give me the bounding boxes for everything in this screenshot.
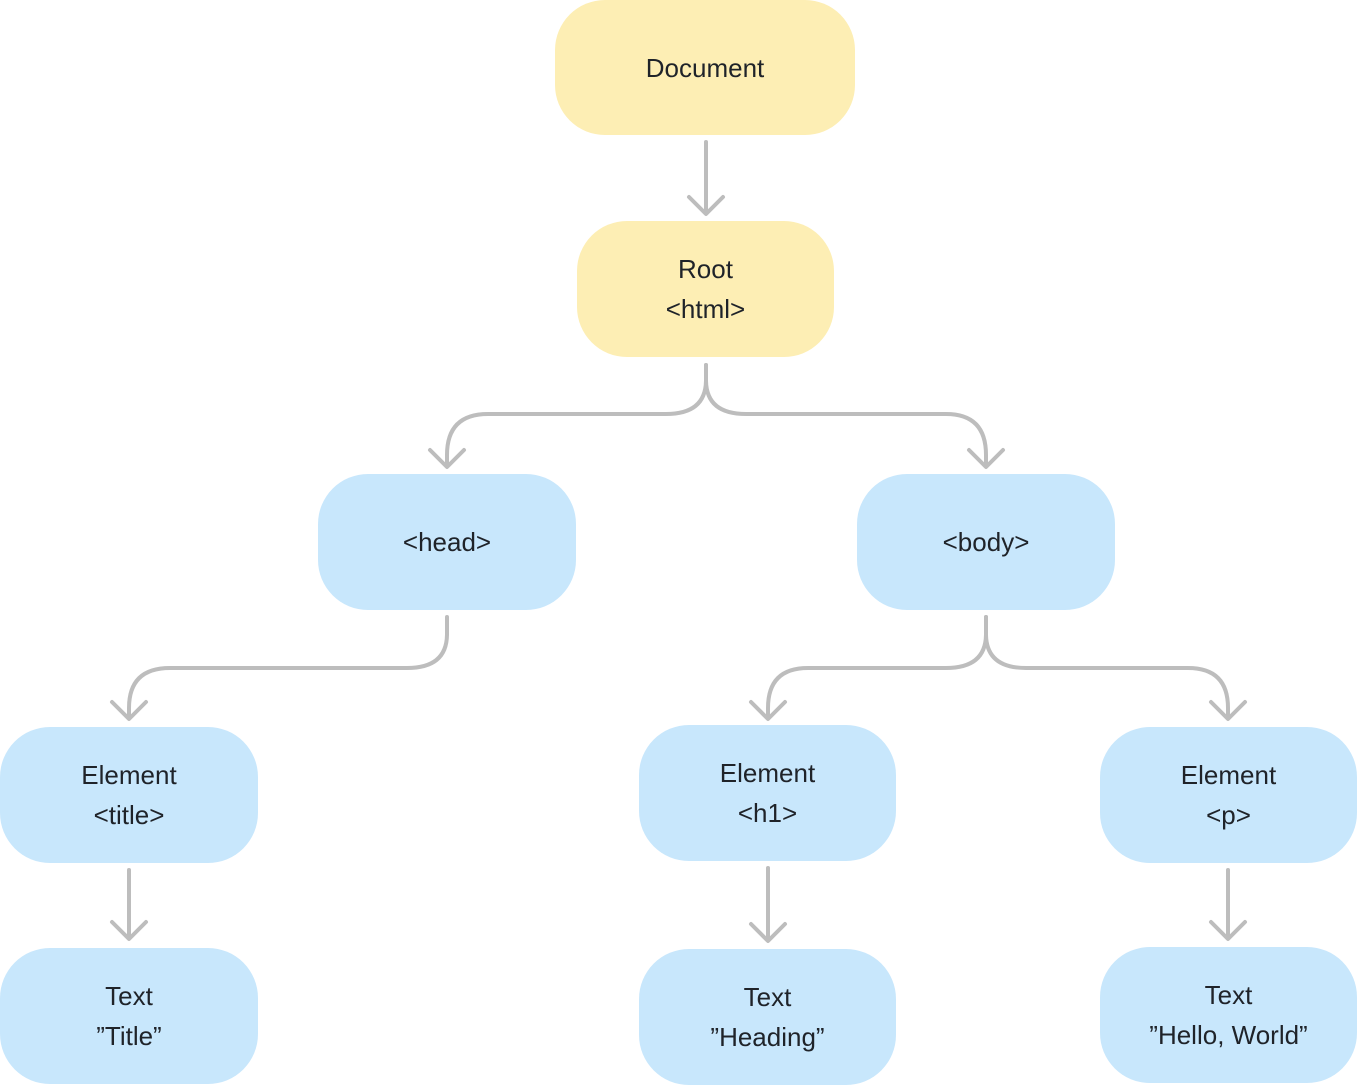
node-body: <body>	[857, 474, 1115, 610]
node-text-heading: Text ”Heading”	[639, 949, 896, 1085]
node-root-tag: <html>	[665, 294, 746, 324]
node-head: <head>	[318, 474, 576, 610]
node-text-hello-label: Text	[1204, 980, 1253, 1010]
node-root-label: Root	[678, 254, 733, 284]
node-element-p-tag: <p>	[1206, 800, 1251, 830]
node-head-label: <head>	[402, 527, 492, 557]
edge-title-element-text	[110, 868, 148, 941]
node-text-hello-world: Text ”Hello, World”	[1100, 947, 1357, 1083]
node-body-label: <body>	[942, 527, 1030, 557]
edge-root-head	[428, 363, 708, 469]
node-element-h1-label: Element	[719, 758, 816, 788]
edge-head-title-element	[110, 615, 449, 721]
node-element-title: Element <title>	[0, 727, 258, 863]
node-element-h1: Element <h1>	[639, 725, 896, 861]
node-text-heading-value: ”Heading”	[710, 1022, 825, 1052]
edge-p-element-text	[1209, 868, 1247, 941]
edge-body-p-element	[984, 615, 1247, 721]
node-element-title-label: Element	[81, 760, 177, 790]
edge-root-body	[704, 363, 1005, 469]
node-root-html: Root <html>	[577, 221, 834, 357]
node-document-label: Document	[645, 52, 765, 83]
edge-h1-element-text	[749, 866, 787, 943]
edge-body-h1-element	[749, 615, 988, 721]
node-text-hello-value: ”Hello, World”	[1149, 1020, 1308, 1050]
node-text-title-value: ”Title”	[96, 1021, 162, 1051]
node-element-h1-tag: <h1>	[737, 798, 798, 828]
node-element-title-tag: <title>	[93, 800, 165, 830]
node-text-heading-label: Text	[743, 982, 792, 1012]
node-text-title: Text ”Title”	[0, 948, 258, 1084]
node-element-p-label: Element	[1180, 760, 1277, 790]
edge-document-root	[687, 140, 725, 216]
node-text-title-label: Text	[105, 981, 153, 1011]
node-document: Document	[555, 0, 855, 135]
node-element-p: Element <p>	[1100, 727, 1357, 863]
